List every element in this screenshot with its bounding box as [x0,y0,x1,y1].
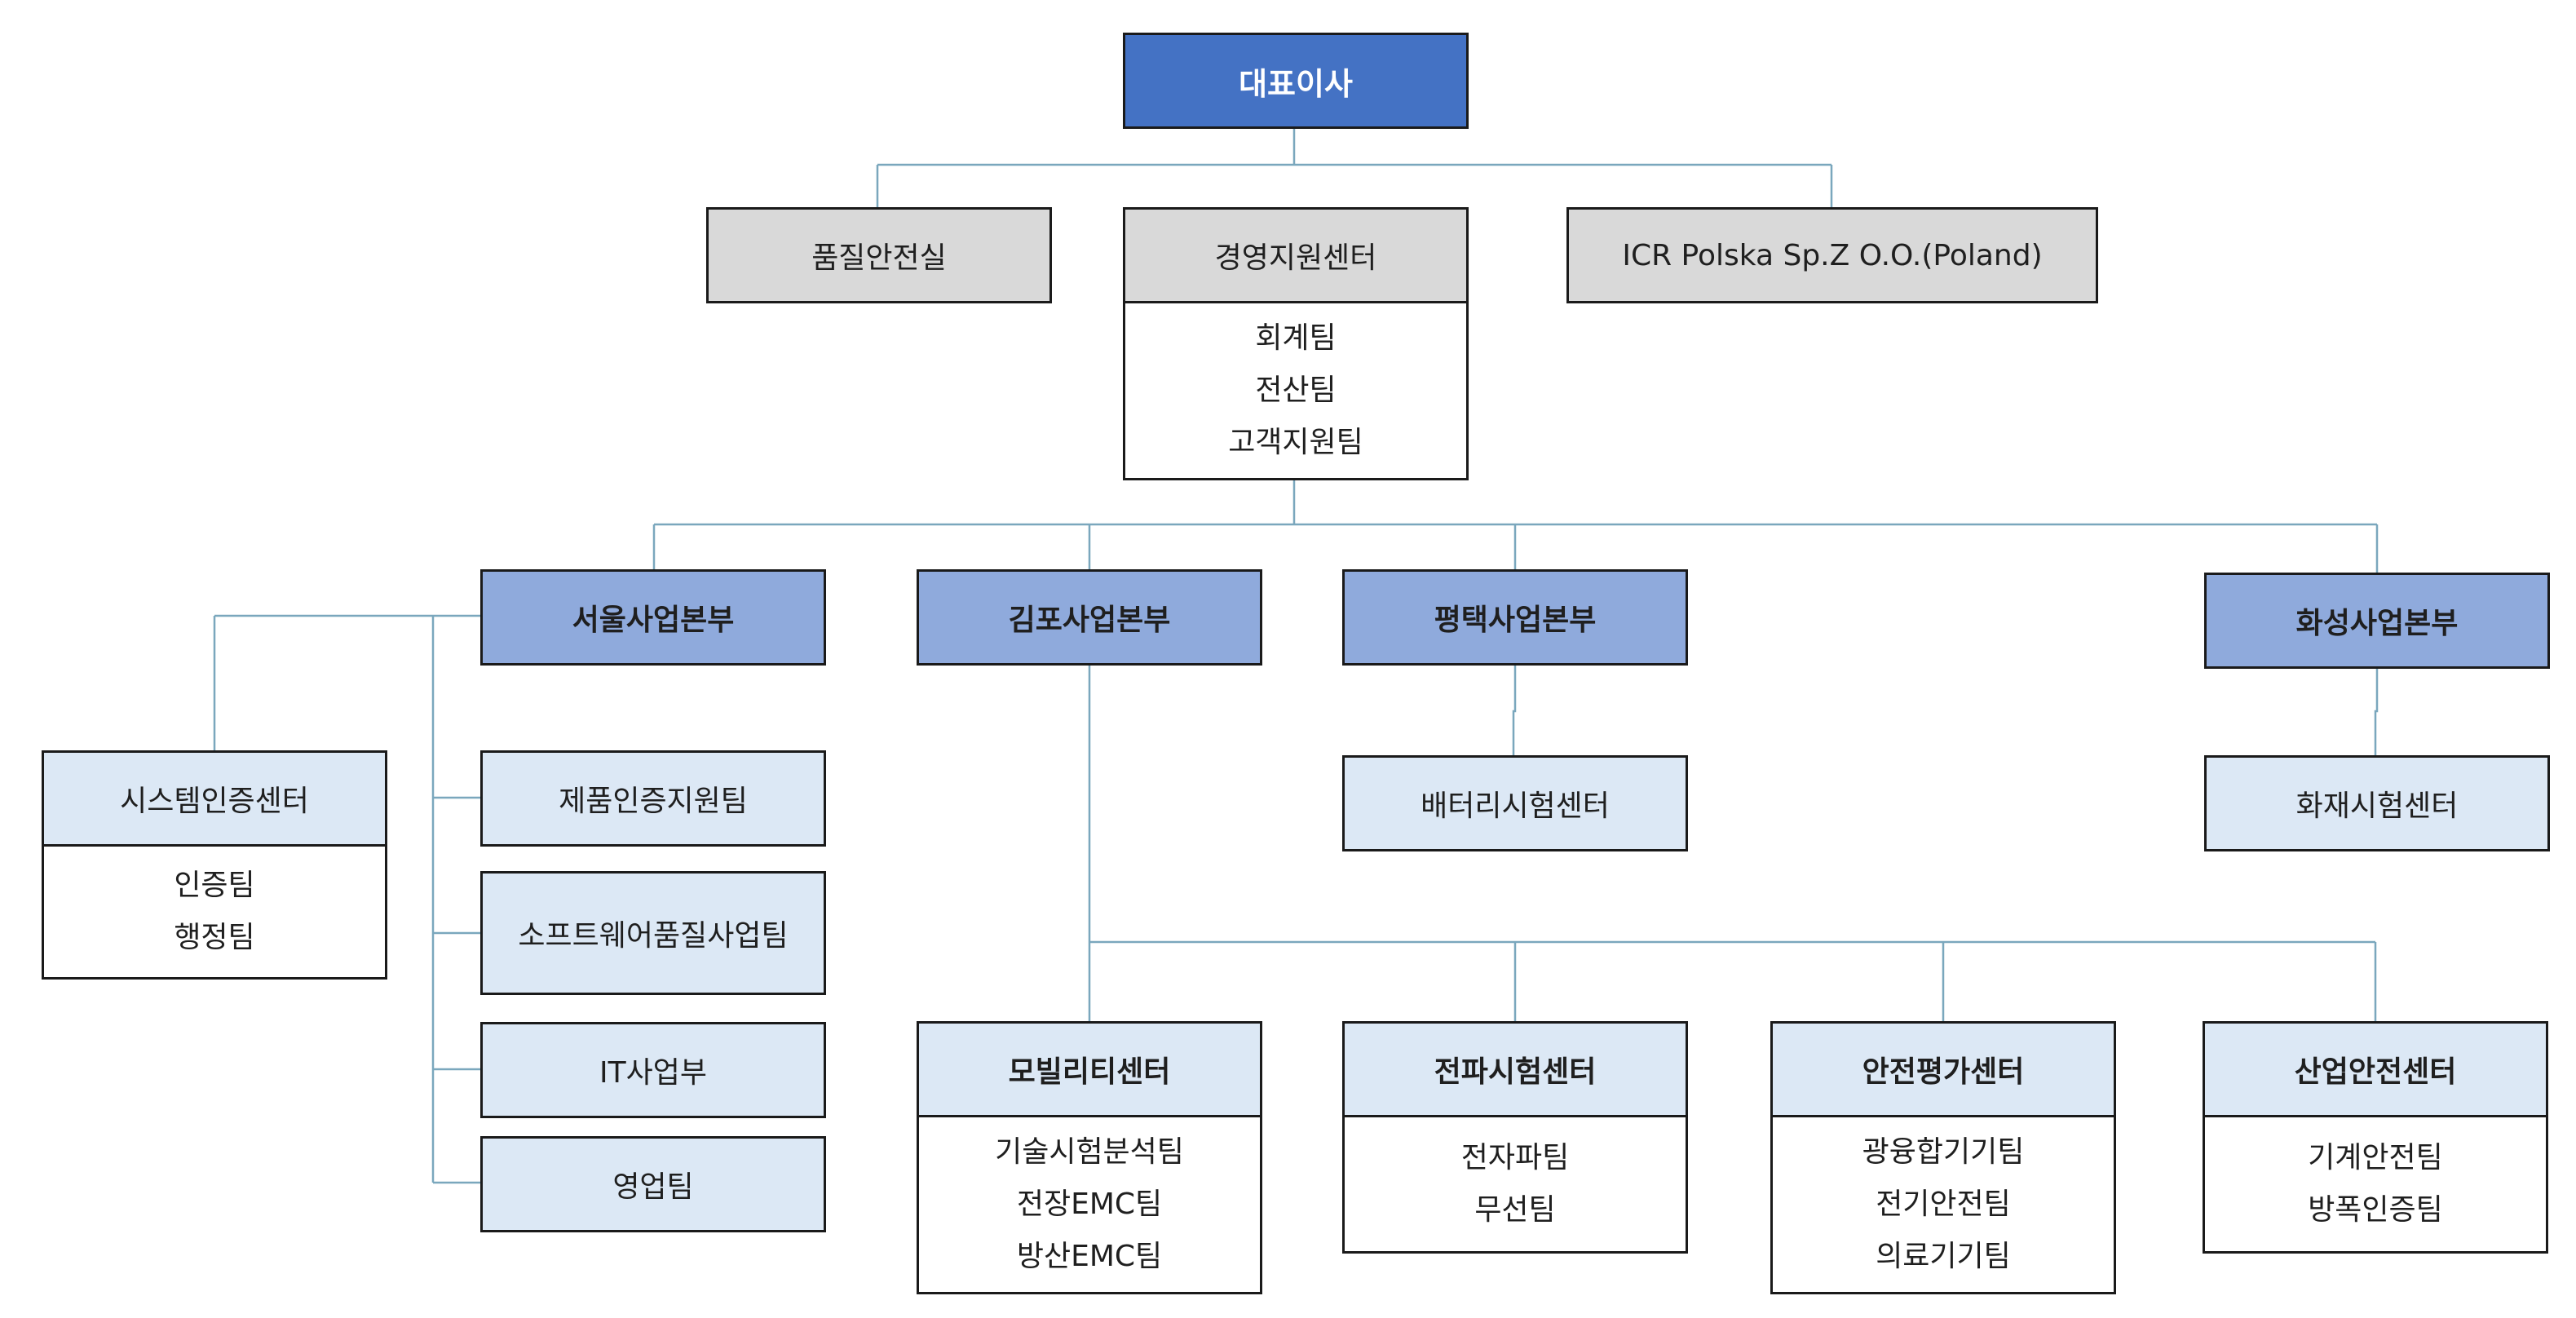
team-list: 기술시험분석팀 전장EMC팀 방산EMC팀 [919,1115,1260,1292]
team-item: 전기안전팀 [1876,1188,2011,1221]
node-title: 대표이사 [1239,65,1353,102]
node-sales: 영업팀 [480,1136,826,1232]
node-seoul: 서울사업본부 [480,569,826,666]
node-title: ICR Polska Sp.Z O.O.(Poland) [1622,238,2043,272]
team-item: 의료기기팀 [1876,1240,2011,1273]
node-title: 소프트웨어품질사업팀 [518,919,789,953]
node-fire: 화재시험센터 [2204,755,2550,851]
node-title: IT사업부 [599,1056,707,1090]
node-title: 화성사업본부 [2295,607,2459,640]
node-title: 품질안전실 [811,241,947,275]
node-ceo: 대표이사 [1123,33,1469,129]
connector-seoul [213,614,480,1184]
team-item: 전장EMC팀 [1016,1188,1163,1221]
team-item: 기술시험분석팀 [995,1135,1184,1169]
node-pyeongtaek: 평택사업본부 [1342,569,1688,666]
team-list: 인증팀 행정팀 [44,844,385,977]
connector-gimpo [1088,662,2377,1021]
connector-hwaseong [2374,666,2379,755]
node-syscert: 시스템인증센터 인증팀 행정팀 [42,750,387,980]
node-it: IT사업부 [480,1022,826,1118]
connector-mgmt-divisions [652,478,2379,573]
node-swquality: 소프트웨어품질사업팀 [480,871,826,995]
node-title: 제품인증지원팀 [559,785,748,818]
node-title: 안전평가센터 [1773,1024,2114,1115]
node-emwave: 전파시험센터 전자파팀 무선팀 [1342,1021,1688,1254]
node-gimpo: 김포사업본부 [917,569,1262,666]
node-prodcert: 제품인증지원팀 [480,750,826,847]
node-title: 평택사업본부 [1434,604,1597,637]
node-title: 배터리시험센터 [1421,789,1610,823]
node-title: 산업안전센터 [2205,1024,2546,1115]
team-list: 회계팀 전산팀 고객지원팀 [1125,301,1466,478]
node-title: 시스템인증센터 [44,753,385,844]
connector-pyeongtaek [1512,662,1517,755]
team-item: 무선팀 [1474,1193,1556,1227]
node-mobility: 모빌리티센터 기술시험분석팀 전장EMC팀 방산EMC팀 [917,1021,1262,1294]
node-title: 전파시험센터 [1345,1024,1686,1115]
node-quality: 품질안전실 [706,207,1052,303]
node-title: 서울사업본부 [572,604,735,637]
node-industrial: 산업안전센터 기계안전팀 방폭인증팀 [2203,1021,2548,1254]
team-item: 방산EMC팀 [1016,1240,1163,1273]
team-list: 기계안전팀 방폭인증팀 [2205,1115,2546,1251]
team-item: 행정팀 [174,921,255,954]
team-list: 전자파팀 무선팀 [1345,1115,1686,1251]
team-item: 회계팀 [1255,321,1337,355]
node-title: 경영지원센터 [1125,210,1466,301]
node-title: 모빌리티센터 [919,1024,1260,1115]
node-title: 화재시험센터 [2295,789,2459,823]
node-hwaseong: 화성사업본부 [2204,573,2550,669]
node-title: 김포사업본부 [1008,604,1171,637]
team-item: 인증팀 [174,869,255,902]
team-item: 전산팀 [1255,374,1337,407]
node-safety: 안전평가센터 광융합기기팀 전기안전팀 의료기기팀 [1770,1021,2116,1294]
node-mgmt: 경영지원센터 회계팀 전산팀 고객지원팀 [1123,207,1469,480]
team-item: 광융합기기팀 [1862,1135,2025,1169]
team-item: 고객지원팀 [1228,426,1363,459]
node-title: 영업팀 [612,1170,694,1204]
team-item: 방폭인증팀 [2308,1193,2443,1227]
node-poland: ICR Polska Sp.Z O.O.(Poland) [1566,207,2098,303]
team-item: 기계안전팀 [2308,1141,2443,1174]
team-item: 전자파팀 [1460,1141,1570,1174]
team-list: 광융합기기팀 전기안전팀 의료기기팀 [1773,1115,2114,1292]
connector-ceo-staff [876,122,1833,207]
node-battery: 배터리시험센터 [1342,755,1688,851]
